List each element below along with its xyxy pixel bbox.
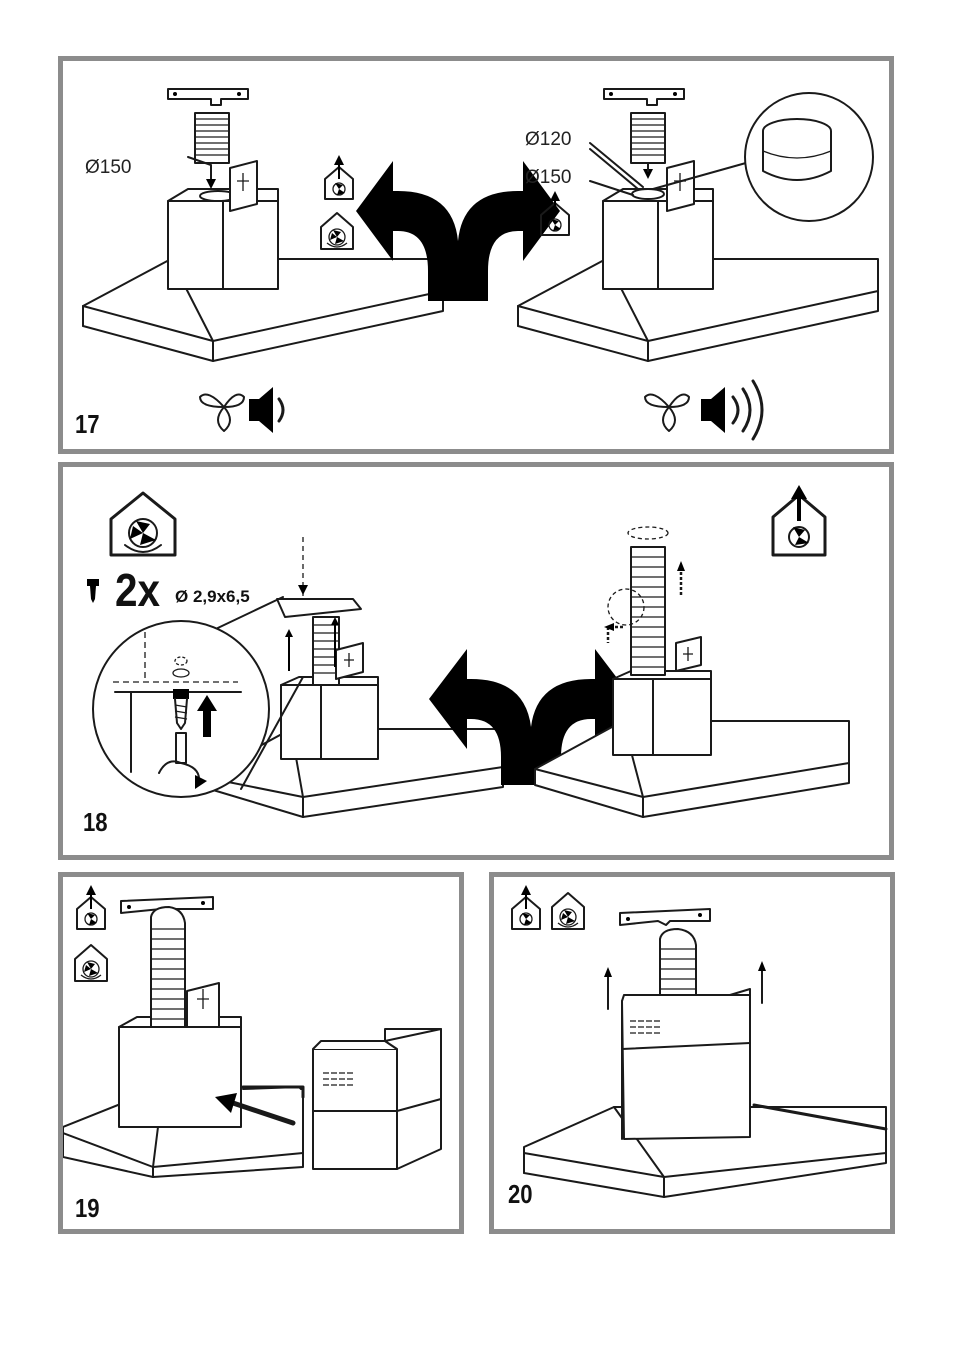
diameter-label-120: Ø120 bbox=[525, 129, 571, 151]
diameter-label-150: Ø150 bbox=[85, 157, 131, 179]
step-18-illustration bbox=[63, 467, 889, 855]
step-17-panel: Ø150 Ø120 Ø150 17 bbox=[58, 56, 894, 454]
step-18-panel: 2x Ø 2,9x6,5 18 bbox=[58, 462, 894, 860]
house-fan-recirculation-icon bbox=[321, 213, 353, 249]
house-fan-recirculation-icon bbox=[75, 945, 107, 981]
screw-size: Ø 2,9x6,5 bbox=[175, 587, 250, 607]
wall-bracket bbox=[620, 909, 710, 925]
speaker-icon bbox=[249, 387, 283, 433]
screw-count: 2x bbox=[115, 563, 160, 617]
hood-body bbox=[63, 907, 303, 1177]
adapter-magnifier bbox=[745, 93, 873, 221]
step-20-panel: 20 bbox=[489, 872, 895, 1234]
chimney-cover bbox=[313, 1029, 441, 1169]
step-number: 18 bbox=[83, 807, 108, 838]
house-fan-recirculation-icon bbox=[552, 893, 584, 929]
step-20-illustration bbox=[494, 877, 890, 1229]
house-fan-recirculation-icon bbox=[111, 493, 175, 555]
diameter-label-150: Ø150 bbox=[525, 167, 571, 189]
step-19-illustration bbox=[63, 877, 459, 1229]
fan-icon bbox=[200, 395, 244, 431]
hood-right bbox=[535, 527, 849, 817]
hood-body bbox=[524, 929, 886, 1197]
house-fan-arrow-up-icon bbox=[512, 885, 540, 929]
step-number: 20 bbox=[508, 1179, 533, 1210]
house-fan-arrow-up-icon bbox=[325, 155, 353, 199]
step-17-illustration bbox=[63, 61, 889, 449]
step-number: 19 bbox=[75, 1193, 100, 1224]
fan-icon bbox=[645, 395, 689, 431]
step-number: 17 bbox=[75, 409, 100, 440]
speaker-icon bbox=[701, 381, 762, 439]
step-19-panel: 19 bbox=[58, 872, 464, 1234]
house-fan-arrow-up-icon bbox=[773, 485, 825, 555]
screw-icon bbox=[87, 579, 99, 603]
house-fan-arrow-up-icon bbox=[77, 885, 105, 929]
